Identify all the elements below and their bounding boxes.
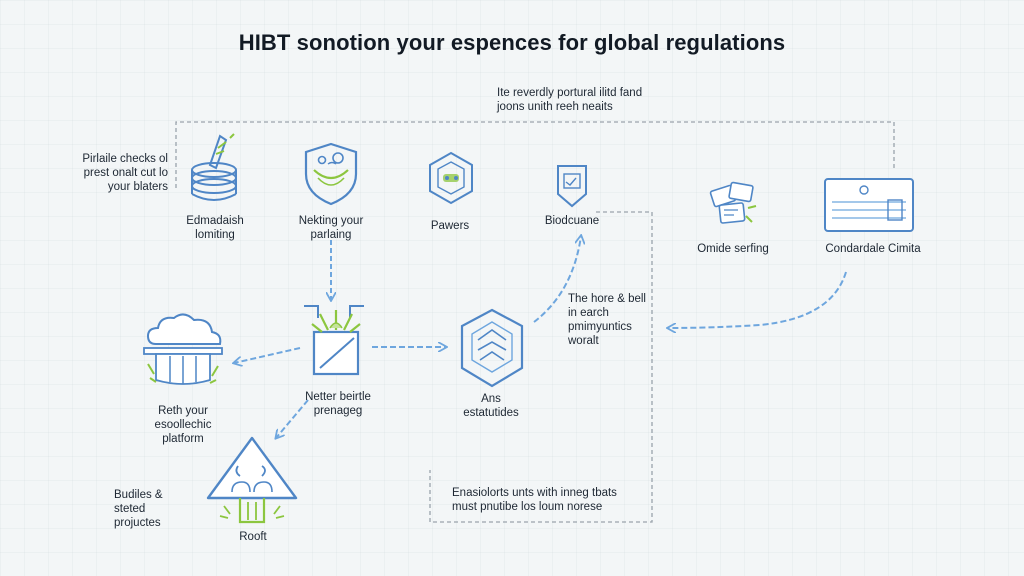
- arrow-box-to-cloud: [234, 347, 301, 363]
- node-label-octagon-line: Ans: [481, 393, 501, 405]
- annotation-left: Pirlaile checks ol prest onalt cut lo your…: [50, 152, 168, 194]
- node-label-stack: Edmadaish lomiting: [160, 214, 270, 242]
- document-badge-icon: [557, 165, 587, 208]
- node-label-cloud: Reth your esoollechic platform: [128, 404, 238, 446]
- node-label-octagon-line: estatutides: [463, 407, 519, 419]
- annotation-left-line: Pirlaile checks ol: [82, 153, 168, 165]
- node-label-badge-line: Biodcuane: [544, 215, 600, 227]
- annotation-middle-line: pmimyuntics: [568, 321, 632, 333]
- annotation-middle: The hore & bell in earch pmimyuntics woralt: [568, 292, 668, 348]
- arrow-monitor-to-octagon: [668, 271, 847, 328]
- arrow-octagon-to-badge: [533, 236, 581, 323]
- node-label-box-line: prenageg: [313, 405, 363, 417]
- page-title: HIBT sonotion your espences for global r…: [238, 30, 786, 55]
- annotation-left-line: prest onalt cut lo: [83, 167, 168, 179]
- octagon-icon: [460, 308, 524, 388]
- node-label-cloud-line: Reth your: [158, 405, 208, 417]
- node-label-tent-line: Rooft: [239, 531, 267, 543]
- node-label-hex: Pawers: [400, 219, 500, 233]
- annotation-bottom: Enasiolorts unts with inneg tbats must pn…: [452, 486, 652, 514]
- node-label-box-line: Netter beirtle: [305, 391, 371, 403]
- right-dashed-frame: [429, 211, 653, 523]
- annotation-top: Ite reverdly portural ilitd fand joons un…: [497, 86, 697, 114]
- notes-cluster-icon: [709, 181, 757, 224]
- node-label-cloud-line: platform: [162, 433, 204, 445]
- annotation-bottom-line: Enasiolorts unts with inneg tbats: [452, 487, 617, 499]
- tent-triangle-icon: [206, 436, 298, 524]
- coin-stack-icon: [191, 133, 237, 201]
- hexagon-icon: [429, 151, 473, 205]
- node-label-monitor-line: Condardale Cimita: [825, 243, 921, 255]
- node-label-stack-line: Edmadaish: [186, 215, 244, 227]
- annotation-middle-line: in earch: [568, 307, 609, 319]
- annotation-bottom-left: Budiles & steted projuctes: [114, 488, 194, 530]
- node-label-octagon: Ans estatutides: [436, 392, 546, 420]
- node-label-badge: Biodcuane: [522, 214, 622, 228]
- shield-icon: [304, 142, 358, 206]
- annotation-bottom-left-line: Budiles &: [114, 489, 163, 501]
- annotation-middle-line: The hore & bell: [568, 293, 646, 305]
- node-label-box: Netter beirtle prenageg: [280, 390, 396, 418]
- node-label-notes-line: Omide serfing: [697, 243, 769, 255]
- cloud-server-icon: [143, 313, 223, 385]
- annotation-bottom-left-line: steted: [114, 503, 146, 515]
- annotation-middle-line: woralt: [568, 335, 599, 347]
- package-box-icon: [304, 305, 364, 376]
- annotation-left-line: your blaters: [107, 181, 168, 193]
- node-label-shield-line: parlaing: [310, 229, 352, 241]
- node-label-shield: Nekting your parlaing: [274, 214, 388, 242]
- annotation-bottom-line: must pnutibe los loum norese: [452, 501, 603, 513]
- node-label-tent: Rooft: [218, 530, 288, 544]
- top-dashed-frame: [175, 121, 895, 188]
- arrow-box-to-tent: [276, 399, 309, 438]
- node-label-notes: Omide serfing: [678, 242, 788, 256]
- annotation-bottom-left-line: projuctes: [114, 517, 161, 529]
- node-label-shield-line: Nekting your: [298, 215, 364, 227]
- monitor-icon: [824, 178, 914, 232]
- annotation-top-line: joons unith reeh neaits: [497, 101, 613, 113]
- node-label-hex-line: Pawers: [430, 220, 470, 232]
- annotation-top-line: Ite reverdly portural ilitd fand: [497, 87, 643, 99]
- node-label-monitor: Condardale Cimita: [808, 242, 938, 256]
- node-label-cloud-line: esoollechic: [154, 419, 212, 431]
- node-label-stack-line: lomiting: [195, 229, 235, 241]
